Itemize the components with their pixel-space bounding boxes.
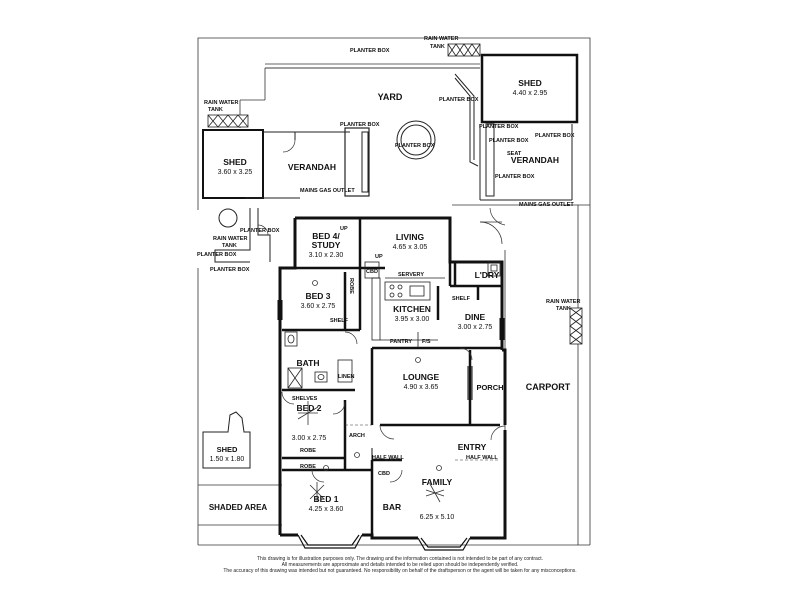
label-planter-box-yard: PLANTER BOX	[439, 97, 479, 103]
label-cbd-living: CBD	[366, 269, 378, 275]
site-boundary	[197, 37, 591, 546]
label-fs: F/S	[422, 339, 431, 345]
room-bed1-dims: 4.25 x 3.60	[309, 506, 344, 513]
label-shelves: SHELVES	[292, 396, 318, 402]
room-bath-name: BATH	[297, 358, 320, 368]
label-rain-water-mid: RAIN WATER	[213, 236, 247, 242]
room-shed-left-name: SHED	[223, 157, 247, 167]
label-rain-water-top: RAIN WATER	[424, 36, 458, 42]
room-carport-name: CARPORT	[526, 382, 571, 392]
label-linen: LINEN	[338, 374, 355, 380]
label-planter-box-right3: PLANTER BOX	[495, 174, 535, 180]
label-shelf-dine: SHELF	[452, 296, 471, 302]
room-bed4-dims: 3.10 x 2.30	[309, 252, 344, 259]
room-bed3-name: BED 3	[305, 291, 330, 301]
room-kitchen-dims: 3.95 x 3.00	[395, 316, 430, 323]
label-robe-bed1: ROBE	[300, 464, 316, 470]
room-bed1-name: BED 1	[313, 494, 338, 504]
wet-area-fixtures	[284, 261, 501, 389]
label-planter-box-shed: PLANTER BOX	[479, 124, 519, 130]
label-planter-box-verandah: PLANTER BOX	[340, 122, 380, 128]
room-labels: SHED 4.40 x 2.95 SHED 3.60 x 3.25 SHED 1…	[209, 78, 571, 521]
room-family-name: FAMILY	[422, 477, 453, 487]
room-shed-small-dims: 1.50 x 1.80	[210, 456, 245, 463]
house-outer-walls	[278, 216, 507, 540]
room-bar-name: BAR	[383, 502, 401, 512]
room-shed-top-name: SHED	[518, 78, 542, 88]
disclaimer-line-3: The accuracy of this drawing was intende…	[223, 568, 577, 574]
disclaimer-line-2: All measurements are approximate and det…	[281, 562, 519, 568]
label-cbd-bar: CBD	[378, 471, 390, 477]
door-swings	[257, 139, 506, 483]
room-dine-name: DINE	[465, 312, 486, 322]
label-up-living: UP	[375, 254, 383, 260]
room-bed3-dims: 3.60 x 2.75	[301, 303, 336, 310]
room-verandah-right-name: VERANDAH	[511, 155, 559, 165]
label-robe-bed3: ROBE	[348, 278, 354, 294]
label-planter-box-right2: PLANTER BOX	[489, 138, 529, 144]
label-half-wall-left: HALF WALL	[372, 455, 404, 461]
label-tank-mid: TANK	[222, 243, 237, 249]
label-tank-right: TANK	[556, 306, 571, 312]
room-yard-name: YARD	[378, 92, 403, 102]
room-shaded-name: SHADED AREA	[209, 503, 268, 512]
label-tank-top: TANK	[430, 44, 445, 50]
room-shed-left-dims: 3.60 x 3.25	[218, 169, 253, 176]
room-bed2-dims: 3.00 x 2.75	[292, 435, 327, 442]
room-ldry-name: L'DRY	[475, 270, 500, 280]
room-living-name: LIVING	[396, 232, 425, 242]
label-rain-water-left: RAIN WATER	[204, 100, 238, 106]
label-planter-box-top: PLANTER BOX	[350, 48, 390, 54]
label-robe-bed2: ROBE	[300, 448, 316, 454]
label-servery: SERVERY	[398, 272, 424, 278]
room-bed2-name: BED 2	[296, 403, 321, 413]
label-planter-box-circle: PLANTER BOX	[395, 143, 435, 149]
room-bed4-name2: STUDY	[312, 240, 341, 250]
planter-box-top	[265, 63, 480, 69]
rain-water-tanks	[207, 43, 583, 345]
annotation-labels: PLANTER BOX RAIN WATER TANK PLANTER BOX …	[197, 36, 580, 477]
disclaimer-line-1: This drawing is for illustration purpose…	[256, 556, 544, 562]
room-dine-dims: 3.00 x 2.75	[458, 324, 493, 331]
shed-small-walls	[202, 411, 251, 469]
label-pantry: PANTRY	[390, 339, 412, 345]
room-bed4-name1: BED 4/	[312, 231, 340, 241]
dashed-lines	[345, 424, 500, 461]
house-internal-walls	[282, 218, 502, 538]
disclaimer: This drawing is for illustration purpose…	[150, 556, 650, 574]
room-lounge-dims: 4.90 x 3.65	[404, 384, 439, 391]
label-planter-box-left1: PLANTER BOX	[240, 228, 280, 234]
label-mains-gas-right: MAINS GAS OUTLET	[519, 202, 574, 208]
label-shelf-bed3: SHELF	[330, 318, 349, 324]
label-seat: SEAT	[507, 151, 522, 157]
label-rain-water-right: RAIN WATER	[546, 299, 580, 305]
label-mains-gas-left: MAINS GAS OUTLET	[300, 188, 355, 194]
room-shed-top-dims: 4.40 x 2.95	[513, 90, 548, 97]
room-lounge-name: LOUNGE	[403, 372, 440, 382]
room-living-dims: 4.65 x 3.05	[393, 244, 428, 251]
shed-left-walls	[202, 129, 264, 199]
label-planter-box-right1: PLANTER BOX	[535, 133, 575, 139]
label-planter-box-left3: PLANTER BOX	[210, 267, 250, 273]
label-tank-left: TANK	[208, 107, 223, 113]
bay-windows	[297, 534, 471, 551]
room-family-dims: 6.25 x 5.10	[420, 514, 455, 521]
label-arch: ARCH	[349, 433, 365, 439]
label-up-bed4: UP	[340, 226, 348, 232]
shed-top-walls	[480, 53, 579, 124]
verandah-structures	[214, 73, 573, 263]
windows	[277, 300, 505, 468]
room-shed-small-name: SHED	[217, 445, 238, 454]
room-kitchen-name: KITCHEN	[393, 304, 431, 314]
label-half-wall-right: HALF WALL	[466, 455, 498, 461]
room-verandah-left-name: VERANDAH	[288, 162, 336, 172]
label-planter-box-left2: PLANTER BOX	[197, 252, 237, 258]
room-porch-name: PORCH	[476, 383, 503, 392]
ceiling-fixtures	[297, 280, 445, 503]
room-entry-name: ENTRY	[458, 442, 487, 452]
kitchen-fixtures	[364, 261, 445, 348]
